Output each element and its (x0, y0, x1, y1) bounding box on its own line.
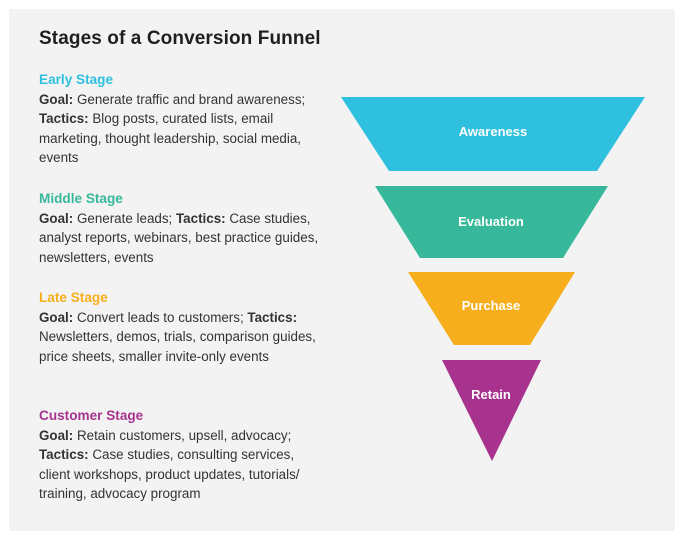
funnel-label-purchase: Purchase (462, 298, 521, 313)
stage-late: Late Stage Goal: Convert leads to custom… (39, 288, 329, 366)
tactics-text: Blog posts, curated lists, email marketi… (39, 111, 302, 166)
funnel-label-retain: Retain (471, 387, 511, 402)
tactics-text: Case studies, analyst reports, webinars,… (39, 210, 319, 265)
tactics-text: Case studies, consulting services, clien… (39, 447, 300, 502)
goal-text: Convert leads to customers; (76, 309, 244, 325)
goal-label: Goal: (39, 427, 74, 443)
tactics-label: Tactics: (39, 447, 89, 463)
infographic-card: Stages of a Conversion Funnel Early Stag… (9, 9, 675, 531)
funnel-segment-evaluation (375, 186, 608, 258)
goal-label: Goal: (39, 309, 74, 325)
stage-heading: Customer Stage (39, 408, 144, 423)
funnel-segment-retain (442, 360, 541, 461)
goal-text: Generate traffic and brand awareness; (76, 91, 306, 107)
stage-customer: Customer Stage Goal: Retain customers, u… (39, 406, 329, 504)
goal-label: Goal: (39, 210, 74, 226)
stage-middle: Middle Stage Goal: Generate leads; Tacti… (39, 189, 329, 267)
funnel-label-awareness: Awareness (459, 124, 527, 139)
page-title: Stages of a Conversion Funnel (39, 28, 321, 49)
funnel-segment-awareness (341, 97, 645, 171)
stage-heading: Early Stage (39, 72, 114, 87)
funnel-label-evaluation: Evaluation (458, 214, 524, 229)
stage-heading: Middle Stage (39, 191, 123, 206)
goal-text: Generate leads; (76, 210, 173, 226)
tactics-text: Newsletters, demos, trials, comparison g… (39, 329, 316, 364)
stage-heading: Late Stage (39, 290, 108, 305)
goal-text: Retain customers, upsell, advocacy; (76, 427, 292, 443)
funnel-segment-purchase (408, 272, 575, 345)
tactics-label: Tactics: (176, 210, 226, 226)
goal-label: Goal: (39, 91, 74, 107)
stage-early: Early Stage Goal: Generate traffic and b… (39, 70, 329, 168)
tactics-label: Tactics: (247, 309, 298, 325)
tactics-label: Tactics: (39, 111, 89, 127)
